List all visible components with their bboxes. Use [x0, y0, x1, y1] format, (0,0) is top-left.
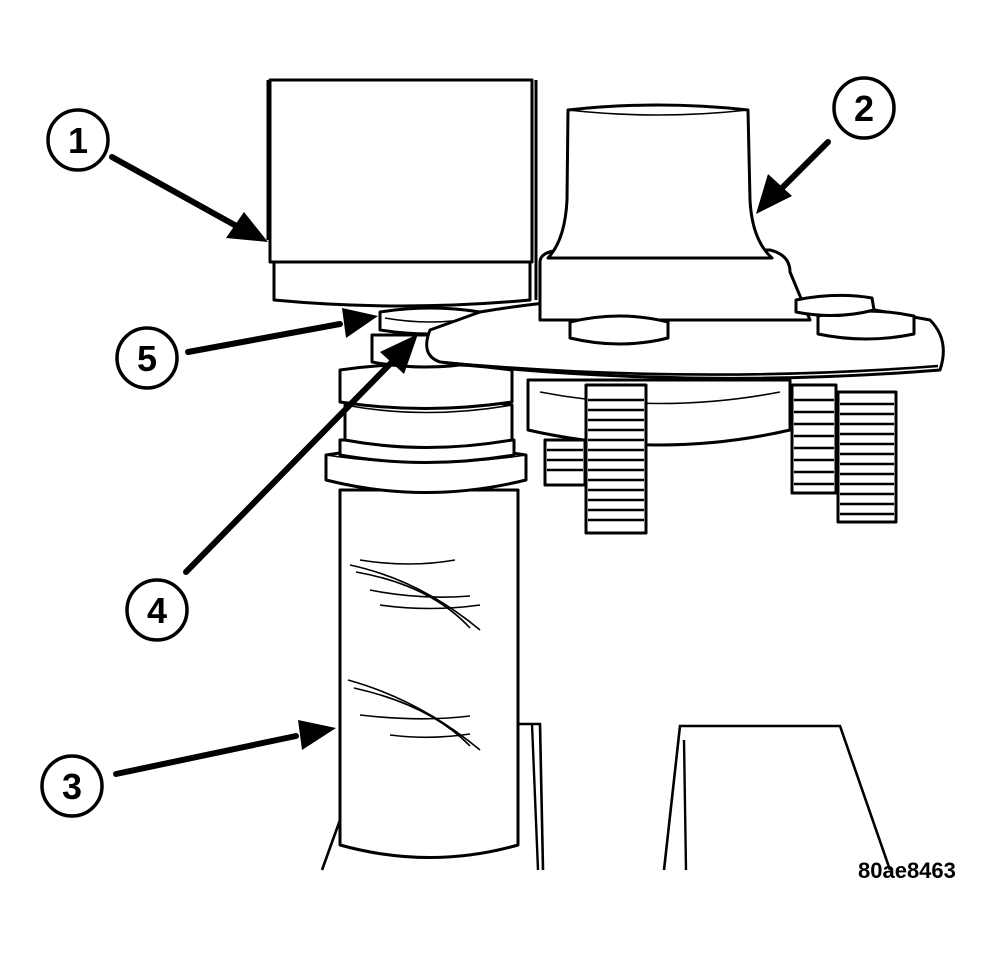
stud-rear-left	[543, 438, 587, 487]
callout-2-label: 2	[854, 88, 874, 129]
callout-5: 5	[115, 326, 179, 390]
press-base-right	[662, 724, 892, 871]
arrow-callout-1	[109, 154, 268, 242]
hub-assembly	[425, 103, 945, 447]
press-ram	[266, 78, 538, 308]
arrow-callout-4	[183, 334, 418, 575]
arrow-callout-2	[756, 139, 831, 214]
callout-1: 1	[46, 108, 110, 172]
stud-front-right	[836, 390, 898, 524]
callout-4: 4	[125, 578, 189, 642]
leader-arrows	[109, 139, 831, 777]
callout-3-label: 3	[62, 766, 82, 807]
callout-1-label: 1	[68, 120, 88, 161]
figure-id: 80ae8463	[858, 858, 956, 883]
support-cylinder	[324, 446, 528, 859]
callout-5-label: 5	[137, 338, 157, 379]
callout-4-label: 4	[147, 590, 167, 631]
arrow-callout-5	[185, 308, 378, 355]
wheel-studs	[543, 383, 898, 535]
callout-3: 3	[40, 754, 104, 818]
stud-rear-right	[790, 383, 838, 495]
arrow-callout-3	[113, 720, 336, 777]
callout-2: 2	[832, 76, 896, 140]
stud-front-left	[584, 383, 648, 535]
